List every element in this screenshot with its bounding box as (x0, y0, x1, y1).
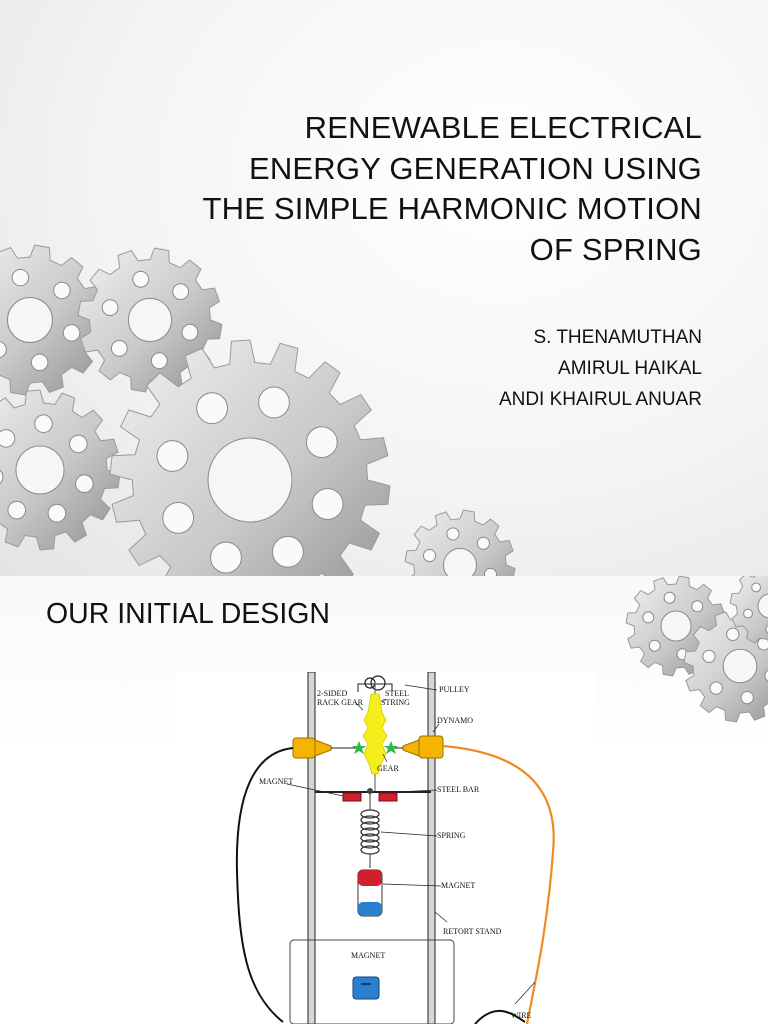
title-line: THE SIMPLE HARMONIC MOTION (202, 191, 702, 226)
rack-gear-label: 2-SIDED (317, 689, 347, 698)
spring-label: SPRING (437, 831, 466, 840)
design-slide: OUR INITIAL DESIGN (0, 576, 768, 1024)
author-name: S. THENAMUTHAN (533, 327, 702, 348)
magnet-label: MAGNET (441, 881, 475, 890)
rack-gear-label: RACK GEAR (317, 698, 364, 707)
gear-icon (0, 244, 106, 396)
steel-bar-label: STEEL BAR (437, 785, 480, 794)
slide-title: OUR INITIAL DESIGN (46, 598, 330, 630)
design-diagram: PULLEY 2-SIDED RACK GEAR STEEL STRING DY… (175, 672, 595, 1024)
gear-icon (404, 509, 516, 576)
gears-decoration (0, 244, 516, 576)
magnet-right (378, 792, 398, 802)
author-name: AMIRUL HAIKAL (558, 358, 702, 379)
wire-black (235, 747, 294, 1023)
gear-icon (0, 389, 121, 551)
magnet-left (342, 792, 362, 802)
title-line: ENERGY GENERATION USING (248, 150, 702, 186)
magnet-label: MAGNET (259, 777, 293, 786)
author-list: S. THENAMUTHAN AMIRUL HAIKAL ANDI KHAIRU… (499, 322, 702, 415)
dynamo-label: DYNAMO (437, 716, 473, 725)
title-line: OF SPRING (529, 231, 702, 267)
gears-decoration-small (625, 576, 768, 723)
steel-string-label: STEEL (385, 689, 409, 698)
rack-gear (362, 693, 388, 775)
wire-label: WIRE (511, 1011, 532, 1020)
retort-stand-label: RETORT STAND (443, 927, 502, 936)
pulley-label: PULLEY (439, 685, 470, 694)
title-line: RENEWABLE ELECTRICAL (304, 110, 702, 145)
gear-icon (729, 576, 768, 644)
magnet-box-label: MAGNET (351, 951, 385, 960)
magnet-box (352, 976, 380, 1000)
title-slide: RENEWABLE ELECTRICAL ENERGY GENERATION U… (0, 0, 768, 576)
gear-label: GEAR (377, 764, 399, 773)
author-name: ANDI KHAIRUL ANUAR (498, 389, 702, 410)
slide-title: RENEWABLE ELECTRICAL ENERGY GENERATION U… (102, 108, 702, 270)
gear-right (384, 741, 398, 754)
gear-left (352, 741, 366, 754)
steel-string-label: STRING (381, 698, 410, 707)
gear-icon (109, 339, 391, 576)
wire-orange (442, 744, 555, 1024)
